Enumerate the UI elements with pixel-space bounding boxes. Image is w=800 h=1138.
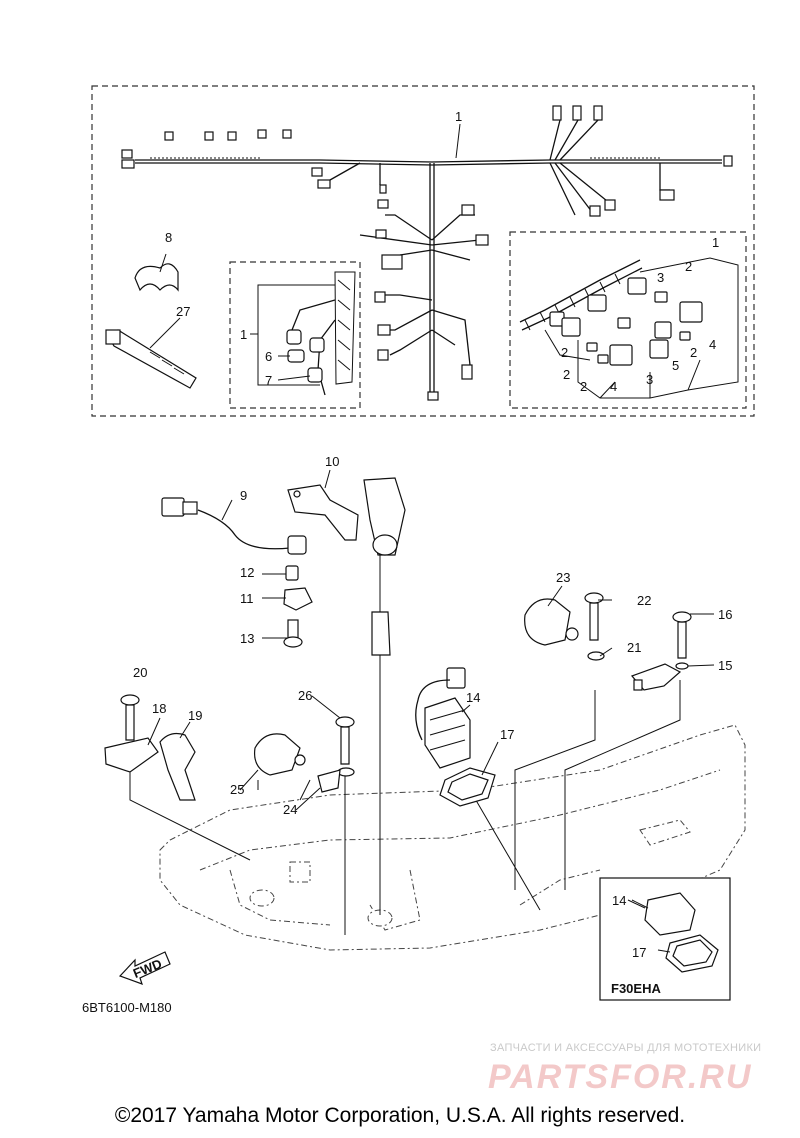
- callout-5: 5: [672, 358, 679, 373]
- fastener-group-11-13: [283, 565, 313, 648]
- callout-22: 22: [637, 593, 651, 608]
- inset-model-label: F30EHA: [611, 981, 661, 996]
- callout-16: 16: [718, 607, 732, 622]
- callout-23: 23: [556, 570, 570, 585]
- wire-harness: [121, 105, 733, 401]
- harness-subgroup-left-box: [229, 261, 361, 409]
- engine-body-outline: [159, 724, 746, 951]
- drawing-code: 6BT6100-M180: [82, 1000, 172, 1015]
- fwd-arrow: [118, 951, 171, 985]
- callout-2-a: 2: [685, 259, 692, 274]
- callout-25: 25: [230, 782, 244, 797]
- callout-4-a: 4: [709, 337, 716, 352]
- callout-9: 9: [240, 488, 247, 503]
- callout-13: 13: [240, 631, 254, 646]
- callout-2-b: 2: [690, 345, 697, 360]
- callout-2-c: 2: [561, 345, 568, 360]
- copyright-notice: ©2017 Yamaha Motor Corporation, U.S.A. A…: [114, 1104, 686, 1127]
- callout-1-top: 1: [455, 109, 462, 124]
- rectifier-14: [415, 667, 496, 807]
- callout-20: 20: [133, 665, 147, 680]
- fwd-label: FWD: [131, 956, 164, 981]
- inset-parts: [631, 892, 719, 973]
- callout-12: 12: [240, 565, 254, 580]
- callout-3-b: 3: [646, 372, 653, 387]
- callout-10: 10: [325, 454, 339, 469]
- leader-lines: [239, 123, 715, 909]
- callout-26: 26: [298, 688, 312, 703]
- callout-3-a: 3: [657, 270, 664, 285]
- cable-tie-27: [105, 317, 197, 389]
- callout-8: 8: [165, 230, 172, 245]
- callout-7: 7: [265, 373, 272, 388]
- bracket-group-18-20: [104, 694, 196, 801]
- sub-harness-right: [519, 257, 739, 399]
- callout-1-right: 1: [712, 235, 719, 250]
- clamp-group-24-26: [253, 716, 355, 801]
- harness-subgroup-right-box: [509, 231, 747, 409]
- harness-group-box: [91, 85, 755, 417]
- callout-14-inset: 14: [612, 893, 626, 908]
- callout-6: 6: [265, 349, 272, 364]
- callout-17: 17: [500, 727, 514, 742]
- callout-17-inset: 17: [632, 945, 646, 960]
- callout-19: 19: [188, 708, 202, 723]
- callout-2-e: 2: [580, 379, 587, 394]
- bracket-group-15-23: [524, 592, 692, 691]
- sensor-9: [161, 497, 307, 555]
- callout-14: 14: [466, 690, 480, 705]
- callout-27: 27: [176, 304, 190, 319]
- callout-2-d: 2: [563, 367, 570, 382]
- sub-harness-left: [286, 271, 356, 396]
- clamp-8: [134, 253, 179, 292]
- callout-labels: 1 1 1 2 2 2 2 2 3 3 4 4 5 6 7 8 9 10 11 …: [133, 109, 732, 960]
- callout-11: 11: [240, 591, 254, 606]
- callout-24: 24: [283, 802, 297, 817]
- callout-21: 21: [627, 640, 641, 655]
- watermark-brand: PARTSFOR.RU: [488, 1058, 753, 1096]
- callout-1-left: 1: [240, 327, 247, 342]
- callout-4-b: 4: [610, 379, 617, 394]
- callout-15: 15: [718, 658, 732, 673]
- bracket-10: [287, 469, 406, 656]
- watermark-tagline: ЗАПЧАСТИ И АКСЕССУАРЫ ДЛЯ МОТОТЕХНИКИ: [490, 1042, 762, 1054]
- callout-18: 18: [152, 701, 166, 716]
